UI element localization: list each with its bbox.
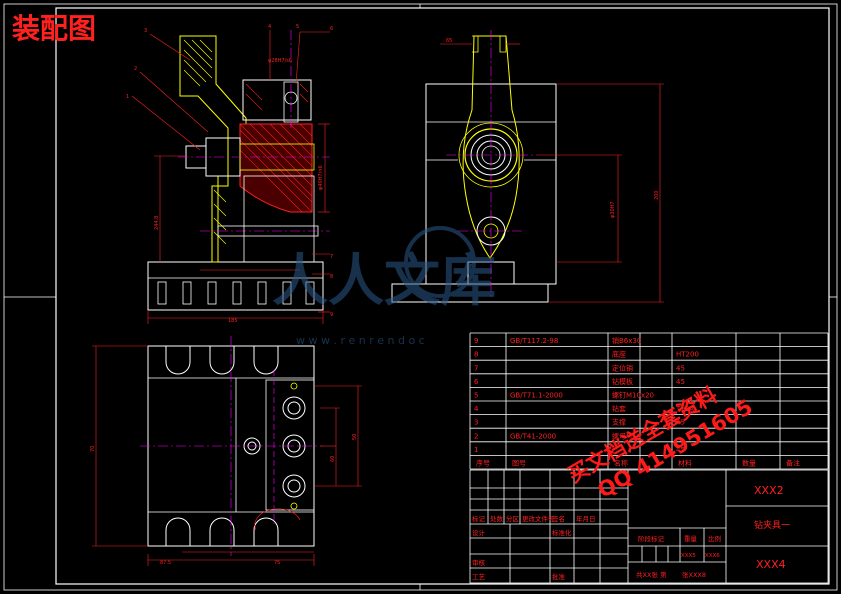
weight-label: 重量 xyxy=(684,535,698,543)
dim-front-base: 185 xyxy=(228,318,238,324)
dim-plan-offset: 75 xyxy=(274,560,280,566)
dim-side-hole: φ30H7 xyxy=(610,201,616,218)
bom-cell-no: 3 xyxy=(474,419,478,427)
rev-label-doc: 更改文件号 xyxy=(522,514,555,523)
bom-table xyxy=(469,332,829,470)
rev-label-zone: 分区 xyxy=(506,514,520,523)
bom-text: 9 GB/T117.2-98 销B6x30 8 底座 HT200 7 定位销 45 6 钻模板 45 5… xyxy=(474,336,800,467)
bom-cell-no: 5 xyxy=(474,392,478,400)
bom-cell-code: GB/T117.2-98 xyxy=(510,337,558,345)
bom-cell-name: 螺钉M10x20 xyxy=(612,391,654,400)
weight-value: XXX5 xyxy=(681,553,696,559)
dim-plan-width: 87.5 xyxy=(160,560,171,566)
plan-view: 70 50 60 87.5 75 xyxy=(90,336,362,566)
drawing-number: XXX2 xyxy=(754,484,784,497)
dim-plan-height: 70 xyxy=(90,446,96,452)
bom-cell-no: 2 xyxy=(474,432,478,440)
rev-label-date: 年月日 xyxy=(576,514,596,523)
bom-cell-material: 45 xyxy=(676,364,685,372)
front-view: 244.8 185 φ40H7/n6 φ28H7/s6 1 2 3 4 5 6 … xyxy=(126,24,333,324)
bom-cell-code: GB/T71.1-2000 xyxy=(510,392,563,400)
role-design: 设计 xyxy=(472,528,486,537)
rev-label-sign: 签名 xyxy=(552,514,565,523)
part-ref-4: 4 xyxy=(268,24,271,30)
part-ref-2: 2 xyxy=(134,66,137,72)
dim-front-fit-1: φ40H7/n6 xyxy=(318,165,324,190)
rev-label-mark: 标记 xyxy=(472,514,486,523)
role-review: 审核 xyxy=(472,558,486,567)
bom-cell-material: 45 xyxy=(676,419,685,427)
role-std: 标准化 xyxy=(552,528,572,537)
bom-cell-name: 销B6x30 xyxy=(612,336,641,345)
bom-header-note: 备注 xyxy=(786,459,800,468)
part-ref-1: 1 xyxy=(126,94,129,100)
part-ref-3: 3 xyxy=(144,28,147,34)
bom-cell-material: T10A xyxy=(675,405,694,413)
bom-cell-material: 45 xyxy=(676,446,685,454)
company-name: XXX4 xyxy=(756,558,786,571)
stage-label: 阶段标记 xyxy=(638,534,665,543)
part-name: 钻夹具一 xyxy=(754,519,790,531)
role-process: 工艺 xyxy=(472,573,486,581)
bom-cell-no: 9 xyxy=(474,337,478,345)
watermark-brand: 人人文库 xyxy=(272,249,496,314)
bom-cell-name: 钻模板 xyxy=(612,377,633,386)
bom-header-name: 名称 xyxy=(614,459,628,468)
dim-side-total: 200 xyxy=(654,190,660,200)
scale-label: 比例 xyxy=(708,534,721,543)
part-ref-5: 5 xyxy=(296,24,299,30)
scale-value: XXX6 xyxy=(705,553,720,559)
part-ref-9: 9 xyxy=(330,312,333,318)
bom-cell-no: 1 xyxy=(474,446,478,454)
title-block-text: 标记 处数 分区 更改文件号 签名 年月日 设计 标准化 审核 工艺 批准 阶段… xyxy=(472,484,790,581)
sheet-count: 共XX张 第 xyxy=(636,570,667,579)
role-approve: 批准 xyxy=(552,572,566,581)
watermark: 人人文库 w w w . r e n r e n d o c xyxy=(272,226,496,347)
side-view: 200 φ30H7 65 xyxy=(391,30,664,303)
bom-cell-no: 8 xyxy=(474,351,478,359)
page-title: 装配图 xyxy=(12,12,96,45)
watermark-url: w w w . r e n r e n d o c xyxy=(296,334,425,347)
bom-cell-name: 支撑 xyxy=(612,418,626,427)
part-ref-6: 6 xyxy=(330,26,333,32)
dim-plan-pitch-2: 60 xyxy=(330,456,336,462)
bom-header-no: 序号 xyxy=(476,459,490,468)
title-block xyxy=(469,469,829,584)
bom-cell-no: 6 xyxy=(474,378,479,386)
dim-front-height: 244.8 xyxy=(154,216,160,230)
dim-front-fit-2: φ28H7/s6 xyxy=(268,58,292,64)
bom-cell-name: 定位销 xyxy=(612,363,633,372)
bom-header-material: 材料 xyxy=(678,459,692,468)
bom-cell-name: 钻套 xyxy=(612,404,626,413)
bom-cell-no: 7 xyxy=(474,364,478,372)
sheet-number: 张XXX8 xyxy=(682,570,706,579)
bom-cell-material: 45 xyxy=(676,378,685,386)
dim-side-top: 65 xyxy=(446,38,452,44)
bom-cell-name: 螺母M16 xyxy=(612,431,641,440)
bom-cell-material: HT200 xyxy=(676,351,699,359)
bom-cell-name: 底座 xyxy=(612,350,626,359)
bom-cell-no: 4 xyxy=(474,405,479,413)
part-ref-8: 8 xyxy=(330,274,333,280)
bom-header-weight: 数量 xyxy=(742,459,756,468)
bom-cell-code: GB/T41-2000 xyxy=(510,432,556,440)
bom-header-code: 图号 xyxy=(512,460,526,468)
dim-plan-pitch: 50 xyxy=(352,434,358,440)
inner-frame xyxy=(55,7,830,585)
rev-label-count: 处数 xyxy=(490,514,504,523)
part-ref-7: 7 xyxy=(330,254,333,260)
